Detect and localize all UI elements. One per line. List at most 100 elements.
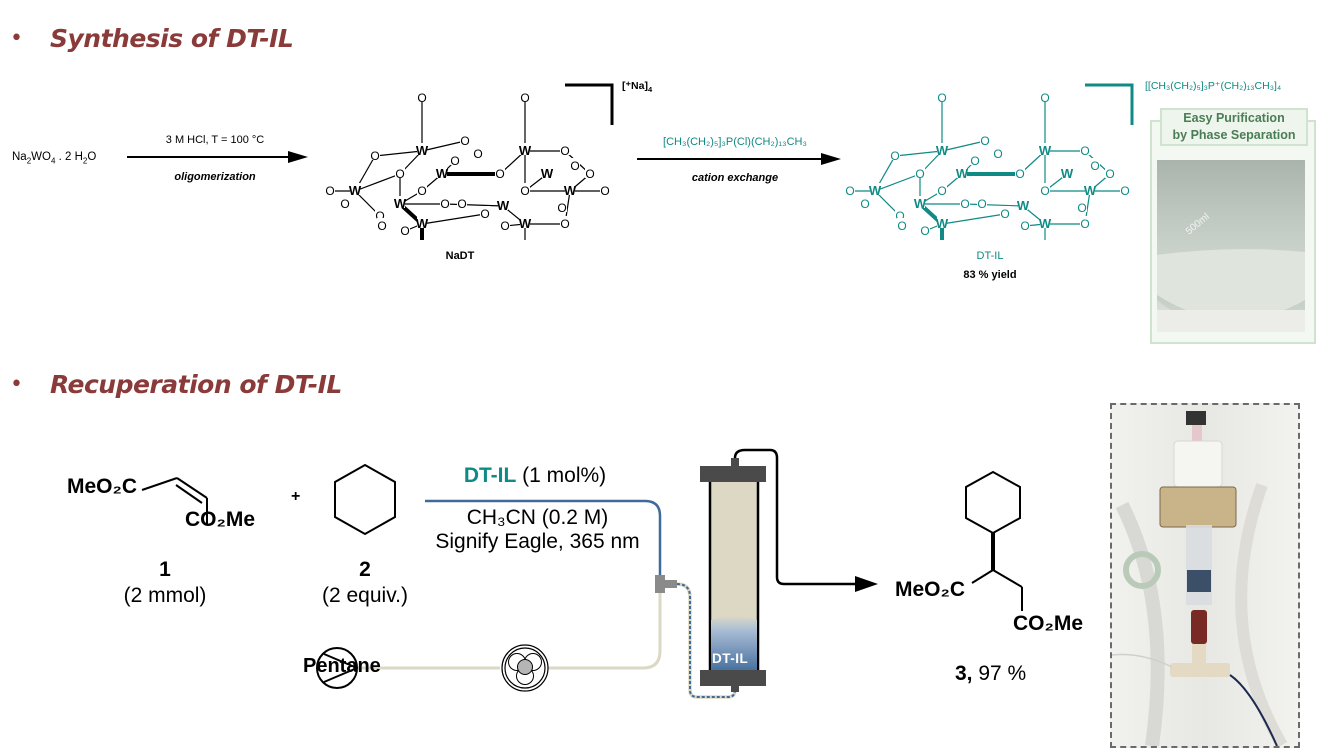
bond: [941, 213, 1006, 225]
flask-drawing: 500ml: [1157, 160, 1305, 333]
bond: [874, 173, 921, 192]
catalyst-line: DT-IL (1 mol%): [415, 464, 655, 488]
atom-bg: [325, 183, 335, 195]
catalyst-name: DT-IL: [463, 464, 517, 487]
atom-bg: [1040, 90, 1050, 102]
purification-line1: Easy Purification: [1183, 111, 1285, 125]
atom-bg: [920, 223, 930, 235]
section2-bullet: •: [10, 372, 23, 397]
atom-bg: [450, 153, 460, 165]
oxygen-atom: O: [1020, 219, 1029, 233]
oxygen-atom: O: [375, 209, 384, 223]
atom-bg: [1018, 198, 1028, 210]
bond: [941, 140, 986, 152]
purification-title: Easy Purification by Phase Separation: [1160, 108, 1308, 146]
oxygen-atom: O: [500, 219, 509, 233]
output-arrowhead: [855, 576, 878, 592]
atom-bg: [377, 218, 387, 230]
oxygen-atom: O: [570, 159, 579, 173]
reactant-text: . 2 H: [55, 151, 83, 163]
tungsten-atom: W: [914, 196, 927, 211]
atom-bg: [520, 183, 530, 195]
oxygen-atom: O: [370, 149, 379, 163]
reactant-sodium-tungstate: Na2WO4 . 2 H2O: [12, 151, 96, 165]
oxygen-atom: O: [340, 197, 349, 211]
dtil-counterion: [[CH₃(CH₂)₅]₃P⁺(CH₂)₁₃CH₃]₄: [1145, 80, 1282, 92]
atom-bg: [937, 216, 947, 228]
photoreactor-icon[interactable]: [501, 644, 549, 692]
atom-bg: [395, 166, 405, 178]
column-top-cap: [700, 466, 766, 482]
atom-bg: [937, 183, 947, 195]
atom-bg: [1000, 206, 1010, 218]
bond: [444, 203, 504, 207]
atom-bg: [495, 166, 505, 178]
section1-bullet: •: [10, 26, 23, 51]
oxygen-atom: O: [1040, 91, 1049, 105]
dtil-column[interactable]: [700, 458, 766, 692]
tungsten-atom: W: [936, 216, 949, 231]
product-yield: 97 %: [978, 662, 1027, 685]
pump-icon[interactable]: [316, 647, 358, 689]
output-tube: [733, 448, 858, 586]
tungsten-atom: W: [416, 216, 429, 231]
t-mixer[interactable]: [655, 575, 665, 593]
atom-bg: [570, 158, 580, 170]
oxygen-atom: O: [937, 184, 946, 198]
tungsten-atom: W: [541, 166, 554, 181]
nadt-label: NaDT: [445, 250, 475, 262]
atom-bg: [557, 200, 567, 212]
atom-bg: [1062, 166, 1072, 178]
nadt-structure: OWOOOWOOOWOWOOOOWOOOWOOOWOOWOOOWOWOOO: [325, 83, 614, 240]
oxygen-atom: O: [560, 217, 569, 231]
tungsten-atom: W: [349, 183, 362, 198]
atom-bg: [350, 183, 360, 195]
atom-bg: [895, 208, 905, 220]
nadt-counterion: [⁺Na]4: [622, 80, 652, 94]
oxygen-atom: O: [937, 91, 946, 105]
atom-bg: [1085, 183, 1095, 195]
reagent-tube: [425, 499, 662, 575]
atom-bg: [1015, 166, 1025, 178]
step2-arrow: [637, 153, 841, 165]
column-label: DT-IL: [712, 651, 749, 666]
oxygen-atom: O: [600, 184, 609, 198]
compound2-number: 2: [359, 558, 371, 581]
oxygen-atom: O: [915, 167, 924, 181]
compound1-bonds: [141, 477, 208, 525]
plus-sign: +: [291, 488, 301, 505]
bond: [421, 140, 466, 152]
tungsten-atom: W: [869, 183, 882, 198]
compound1-left-group: MeO₂C: [67, 475, 138, 498]
oxygen-atom: O: [460, 134, 469, 148]
oxygen-atom: O: [395, 167, 404, 181]
atom-bg: [370, 148, 380, 160]
atom-bg: [1040, 143, 1050, 155]
oxygen-atom: O: [1040, 184, 1049, 198]
atom-bg: [440, 196, 450, 208]
oxygen-atom: O: [417, 91, 426, 105]
atom-bg: [1020, 218, 1030, 230]
atom-bg: [375, 208, 385, 220]
atom-bg: [417, 90, 427, 102]
section2-heading: Recuperation of DT-IL: [50, 370, 342, 399]
oxygen-atom: O: [845, 184, 854, 198]
atom-bg: [498, 198, 508, 210]
oxygen-atom: O: [993, 147, 1002, 161]
atom-bg: [480, 206, 490, 218]
flask-photo: 500ml: [1157, 160, 1305, 333]
oxygen-atom: O: [1105, 167, 1114, 181]
oxygen-atom: O: [980, 134, 989, 148]
atom-bg: [1080, 216, 1090, 228]
atom-bg: [1040, 216, 1050, 228]
bond: [374, 150, 423, 157]
oxygen-atom: O: [557, 201, 566, 215]
oxygen-atom: O: [520, 184, 529, 198]
reactant-text: O: [87, 151, 97, 163]
charge-bracket: [1085, 83, 1134, 125]
reactant-sub: 2: [82, 156, 88, 166]
oxygen-atom: O: [890, 149, 899, 163]
section1-heading: Synthesis of DT-IL: [50, 24, 294, 53]
atom-bg: [970, 153, 980, 165]
tungsten-atom: W: [1039, 143, 1052, 158]
